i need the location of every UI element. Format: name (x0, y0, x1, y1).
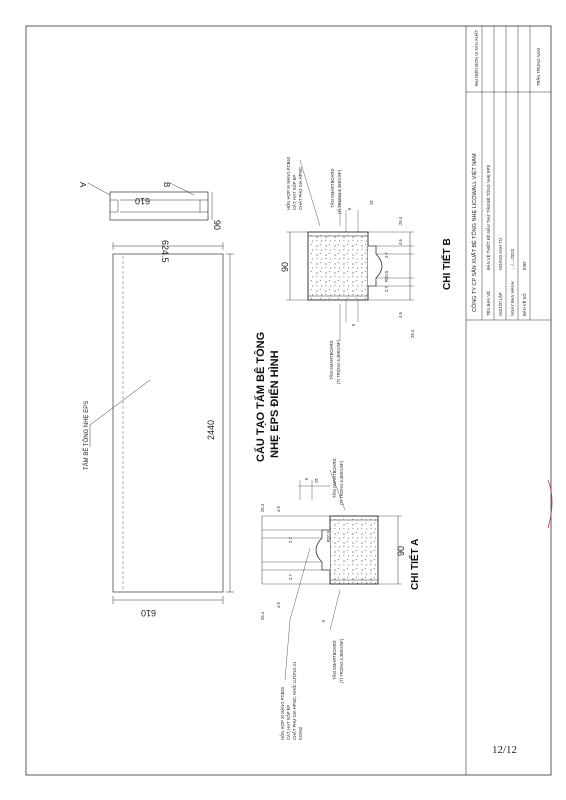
detail-b-mix-3: CHẤT PHỤ GIA HPMC (298, 167, 303, 210)
detail-a-thickness: 90 (396, 546, 406, 556)
detail-a-board-top-2: (TỈ TRỌNG 6,38KG/M²) (339, 460, 344, 505)
detail-a (261, 469, 402, 681)
detail-b-dim6: 25.4 (410, 329, 415, 338)
detail-a-mix-3: CHẤT PHỤ GIA HPMC, KHỐI LƯỢNG 41 (292, 661, 297, 740)
signature-mark (547, 479, 553, 529)
panel-label: TẤM BÊ TÔNG NHẸ EPS (82, 401, 90, 470)
row-date-label: NGÀY BAN HÀNH (510, 281, 515, 316)
marker-a: A (78, 182, 87, 188)
detail-a-board-top-1: TẤM SMARTBOARD (332, 459, 337, 498)
detail-a-dim5: 4.5 (276, 602, 281, 608)
row-name-value: BẢN VẼ THIẾT KẾ MẪU THỬ TẤM BÊ TÔNG NHẸ … (486, 164, 491, 270)
detail-b-tongue (368, 245, 383, 287)
panel-elevation (89, 242, 234, 604)
main-title-line2: NHẸ EPS ĐIỂN HÌNH (268, 350, 281, 458)
panel-outline (112, 253, 224, 593)
detail-a-board-bot-1: TẤM SMARTBOARD (332, 641, 337, 680)
detail-a-dim6: 25.4 (260, 611, 265, 620)
detail-b (286, 159, 414, 340)
company-name: CÔNG TY CP SẢN XUẤT BÊ TÔNG NHẸ LICOWALL… (470, 153, 478, 312)
detail-a-dim2: 4.5 (276, 506, 281, 512)
page-number: 12/12 (492, 744, 518, 756)
detail-b-dim2: 4.5 (398, 239, 403, 245)
detail-a-dim4: 2.7 (288, 574, 293, 580)
detail-a-mix-2: CÁT, HẠT XỐP EP (286, 705, 291, 740)
detail-a-dim1: 25.4 (260, 503, 265, 512)
rep-label: ĐẠI DIỆN ĐƠN VỊ SẢN XUẤT (474, 29, 479, 86)
sheet-border (25, 25, 552, 776)
detail-b-radius: R20.5 (384, 270, 389, 282)
detail-b-dim4: 2.7 (384, 286, 389, 292)
dim-length: 2440 (206, 420, 216, 440)
section-thickness: 90 (212, 220, 222, 230)
detail-b-dim1: 25.4 (398, 216, 403, 225)
section-width: 610 (135, 196, 150, 206)
panel-leader (89, 379, 151, 426)
detail-a-dim-5b: 5 (321, 620, 326, 623)
detail-b-title: CHI TIẾT B (440, 238, 453, 290)
detail-b-board-bot-1: TẤM SMARTBOARD (329, 341, 334, 380)
detail-a-mix-4: KG/M2 (298, 726, 303, 740)
detail-b-dim-5b: 5 (351, 324, 356, 327)
title-block (465, 26, 553, 775)
row-name-label: TÊN BẢN VẼ (486, 291, 491, 316)
detail-b-board-top-1: TẤM SMARTBOARD (330, 169, 335, 208)
row-author-label: NGƯỜI LẬP (498, 292, 503, 316)
detail-b-body (307, 231, 369, 301)
panel-section (87, 182, 213, 221)
detail-b-mix-2: CÁT, HẠT XỐP EP (292, 175, 297, 210)
main-title-line1: CẤU TẠO TẤM BÊ TÔNG (254, 332, 267, 462)
detail-a-mix-1: HỖN HỢP XI MĂNG PCB40 (280, 686, 285, 740)
dim-top: 624.5 (160, 240, 170, 263)
detail-a-dim-10: 10 (314, 478, 319, 483)
detail-b-dim-10: 10 (369, 200, 374, 205)
row-no-value: E/80 (522, 261, 527, 270)
detail-b-dim3: 2.7 (384, 252, 389, 258)
row-date-value: ..../..../2023 (510, 248, 515, 270)
detail-b-dim-5a: 5 (347, 208, 352, 211)
detail-a-radius: R20.5 (326, 530, 331, 542)
row-author-value: HOÀNG ANH TÚ (498, 238, 503, 270)
dim-bottom: 610 (141, 608, 156, 618)
detail-a-dim-5a: 5 (304, 478, 309, 481)
detail-b-dim5: 4.5 (398, 312, 403, 318)
marker-b: B (162, 182, 171, 187)
detail-a-dim3: 2.7 (288, 537, 293, 543)
detail-b-board-top-2: (TỈ TRỌNG 6,38KG/M²) (337, 169, 342, 214)
detail-a-title: CHI TIẾT A (408, 539, 421, 590)
detail-b-mix-1: HỖN HỢP XI MĂNG PCB40 (286, 156, 291, 210)
rep-name: TRẦN TRUNG NAM (536, 48, 541, 86)
detail-b-board-bot-2: (TỈ TRỌNG 6,38KG/M²) (336, 339, 341, 384)
row-no-label: BẢN VẼ SỐ (522, 293, 527, 316)
detail-a-board-bot-2: (TỈ TRỌNG 6,38KG/M²) (339, 638, 344, 683)
detail-a-body (329, 515, 379, 585)
detail-b-thickness: 90 (280, 262, 290, 272)
